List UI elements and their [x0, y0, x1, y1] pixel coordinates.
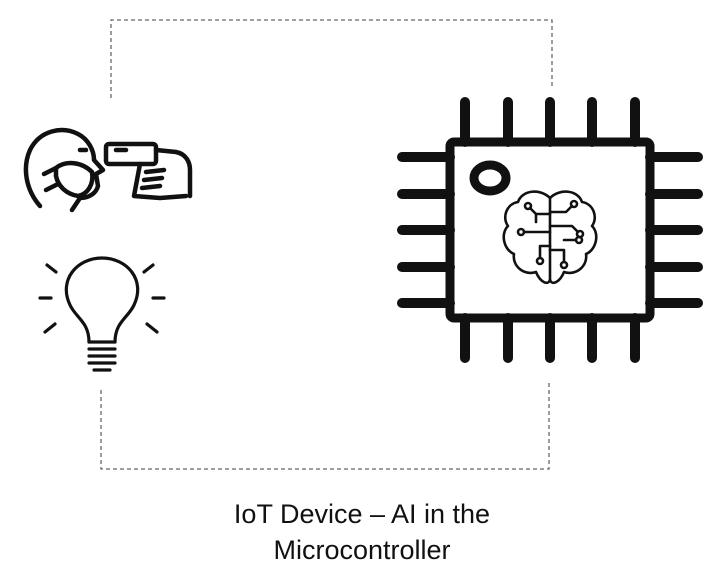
connector-lines — [100, 19, 553, 470]
chip-top-pins — [460, 97, 640, 147]
chip-bottom-pins — [460, 313, 640, 363]
chip-left-pins — [397, 152, 455, 308]
diagram-caption: IoT Device – AI in the Microcontroller — [0, 496, 724, 568]
temperature-screening-icon — [23, 128, 193, 213]
caption-line-1: IoT Device – AI in the — [233, 499, 491, 529]
chip-right-pins — [645, 152, 703, 308]
caption-line-2: Microcontroller — [273, 535, 451, 565]
top-connector — [110, 19, 553, 98]
chip-body — [445, 137, 655, 323]
ai-brain-circuit-icon — [502, 190, 598, 285]
chip-notch-mark — [469, 160, 511, 196]
microcontroller-chip-icon — [397, 97, 703, 363]
bottom-connector — [100, 382, 550, 470]
light-bulb-icon — [38, 256, 166, 372]
